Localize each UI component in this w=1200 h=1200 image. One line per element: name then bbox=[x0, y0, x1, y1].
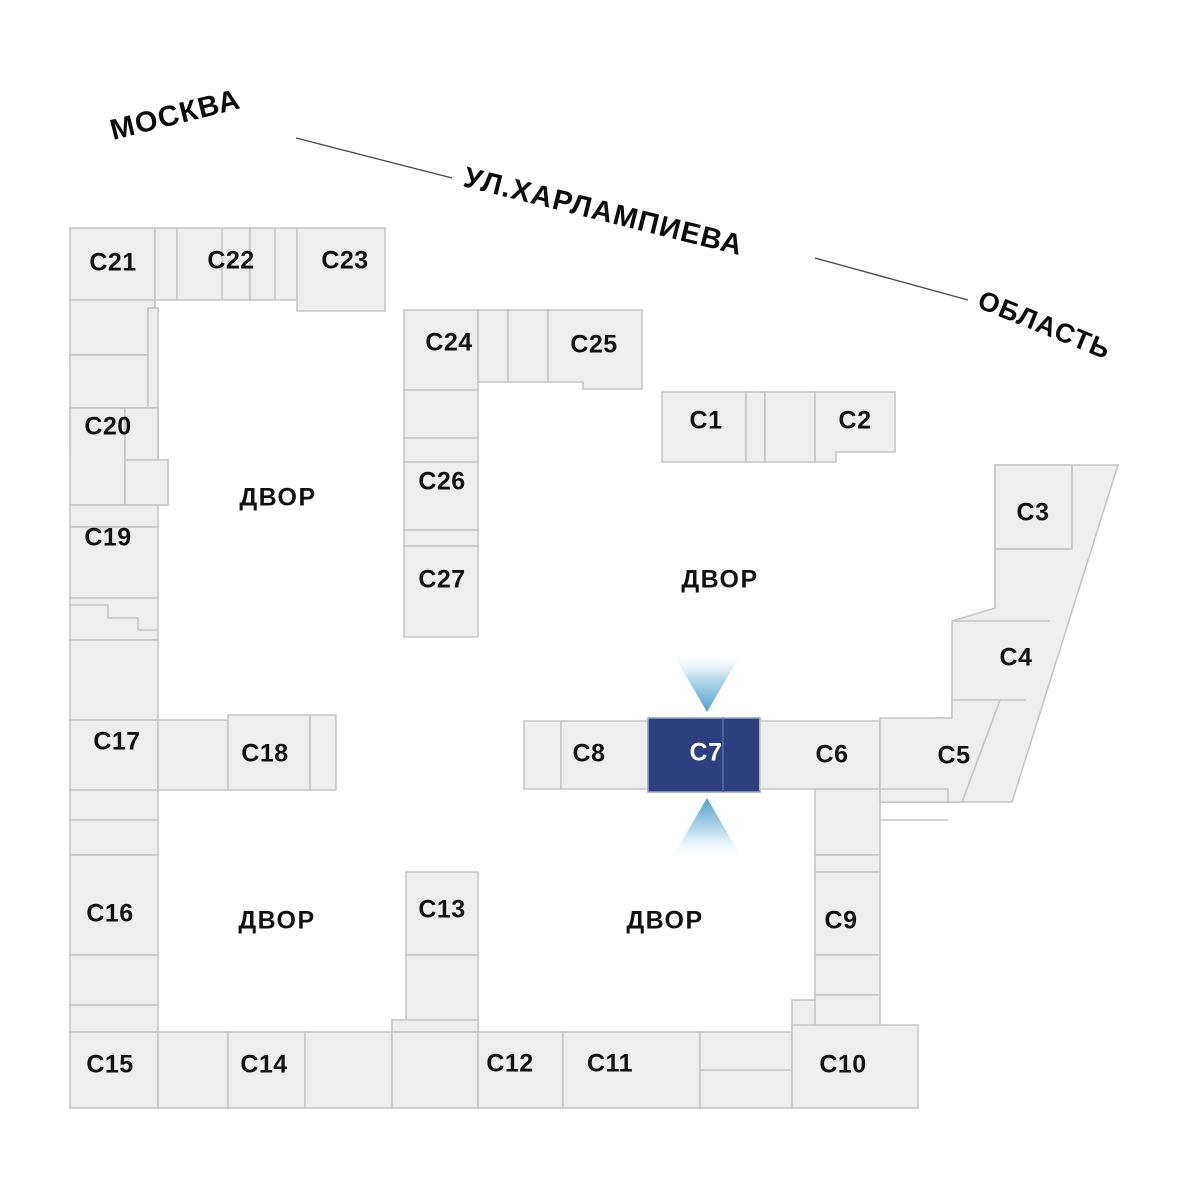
street-label-moscow: МОСКВА bbox=[107, 84, 244, 147]
street-label-name: УЛ.ХАРЛАМПИЕВА bbox=[460, 162, 746, 262]
label-C1: C1 bbox=[690, 407, 723, 435]
building-segment-left-a[interactable] bbox=[69, 299, 156, 356]
divider-left-steps bbox=[70, 604, 158, 631]
label-C20: C20 bbox=[84, 413, 131, 441]
building-segment-c6-down[interactable] bbox=[814, 788, 881, 856]
label-C24: C24 bbox=[425, 329, 472, 357]
label-C19: C19 bbox=[84, 524, 131, 552]
building-group-central-row bbox=[523, 699, 1002, 803]
street-label-oblast: ОБЛАСТЬ bbox=[974, 285, 1116, 366]
street-line-right bbox=[814, 257, 969, 301]
building-group-middle-column bbox=[403, 309, 643, 638]
markers bbox=[672, 652, 742, 858]
label-C11: C11 bbox=[587, 1050, 633, 1078]
building-segment-left-i[interactable] bbox=[69, 1004, 159, 1033]
building-segment-c14-c12[interactable] bbox=[304, 1031, 393, 1109]
label-C15: C15 bbox=[86, 1051, 133, 1079]
building-segment-c9-b[interactable] bbox=[814, 954, 881, 996]
building-group-bottom-row bbox=[69, 1024, 919, 1109]
marker-arrow-down-icon bbox=[672, 652, 742, 712]
building-group-c18 bbox=[157, 714, 337, 791]
label-C12: C12 bbox=[486, 1050, 533, 1078]
building-segment-c18-end[interactable] bbox=[309, 714, 337, 791]
building-segment-c5-under[interactable] bbox=[879, 788, 949, 803]
label-C17: C17 bbox=[93, 728, 140, 756]
building-segment-mid-b[interactable] bbox=[403, 437, 479, 463]
yard-label-bottom-left: ДВОР bbox=[238, 907, 315, 935]
building-segment-left-e[interactable] bbox=[69, 639, 159, 721]
label-C6: C6 bbox=[816, 741, 849, 769]
building-segment-c17-c18[interactable] bbox=[157, 719, 229, 791]
building-C2[interactable] bbox=[814, 391, 896, 463]
building-C10[interactable] bbox=[791, 1024, 919, 1109]
label-C5: C5 bbox=[938, 742, 971, 770]
label-C10: C10 bbox=[819, 1051, 866, 1079]
building-segment-left-g[interactable] bbox=[69, 819, 159, 856]
building-segment-c8-left[interactable] bbox=[523, 720, 562, 790]
building-C12[interactable] bbox=[391, 1031, 479, 1109]
building-group-c9-spur bbox=[791, 788, 949, 1033]
label-C14: C14 bbox=[240, 1051, 287, 1079]
building-segment-c9-a[interactable] bbox=[814, 854, 881, 873]
label-C7: C7 bbox=[690, 739, 723, 767]
building-C20-c[interactable] bbox=[124, 459, 169, 506]
label-C2: C2 bbox=[839, 407, 872, 435]
street-line-left bbox=[295, 137, 453, 179]
marker-arrow-up-icon bbox=[672, 798, 742, 858]
label-C9: C9 bbox=[825, 907, 858, 935]
label-C27: C27 bbox=[418, 566, 465, 594]
label-C22: C22 bbox=[207, 247, 254, 275]
building-C23[interactable] bbox=[296, 227, 386, 312]
building-segment-c1-c2b[interactable] bbox=[764, 391, 816, 463]
building-group-top-left bbox=[69, 227, 386, 312]
label-C3: C3 bbox=[1017, 499, 1050, 527]
yard-label-center-right: ДВОР bbox=[681, 566, 758, 594]
building-segment-left-h[interactable] bbox=[69, 954, 159, 1006]
building-C27[interactable] bbox=[403, 545, 479, 638]
building-segment-c21-c22[interactable] bbox=[154, 227, 178, 301]
building-segment-mid-a[interactable] bbox=[403, 389, 479, 439]
label-C13: C13 bbox=[418, 896, 465, 924]
label-C23: C23 bbox=[321, 247, 368, 275]
building-C25[interactable] bbox=[547, 309, 643, 390]
label-C25: C25 bbox=[570, 331, 617, 359]
label-C16: C16 bbox=[86, 900, 133, 928]
yard-label-top-left: ДВОР bbox=[239, 484, 316, 512]
building-segment-c24-c25b[interactable] bbox=[507, 309, 549, 383]
building-labels: C1 C2 C3 C4 C5 C6 C7 C8 C9 C10 C11 C12 C… bbox=[84, 247, 1049, 1079]
building-group-left-column bbox=[69, 299, 169, 1033]
label-C26: C26 bbox=[418, 468, 465, 496]
building-segment-left-b[interactable] bbox=[69, 354, 149, 409]
street-lines bbox=[295, 137, 969, 301]
label-C18: C18 bbox=[241, 740, 288, 768]
yard-label-bottom-center: ДВОР bbox=[626, 907, 703, 935]
building-segment-left-c[interactable] bbox=[147, 307, 159, 409]
building-segment-c1-c2a[interactable] bbox=[745, 391, 766, 463]
label-C21: C21 bbox=[89, 249, 136, 277]
label-C8: C8 bbox=[573, 740, 606, 768]
building-segment-c13-foot[interactable] bbox=[391, 1019, 479, 1033]
building-segment-c22-c23[interactable] bbox=[249, 227, 298, 301]
building-segment-c24-c25a[interactable] bbox=[477, 309, 509, 383]
building-segment-mid-c[interactable] bbox=[403, 529, 479, 547]
building-segment-c15-c14[interactable] bbox=[157, 1031, 229, 1109]
building-segment-left-f[interactable] bbox=[69, 789, 159, 821]
label-C4: C4 bbox=[1000, 644, 1033, 672]
yard-labels: ДВОР ДВОР ДВОР ДВОР bbox=[238, 484, 758, 935]
building-group-c1-c2 bbox=[661, 391, 896, 463]
building-group-c13 bbox=[391, 871, 479, 1033]
